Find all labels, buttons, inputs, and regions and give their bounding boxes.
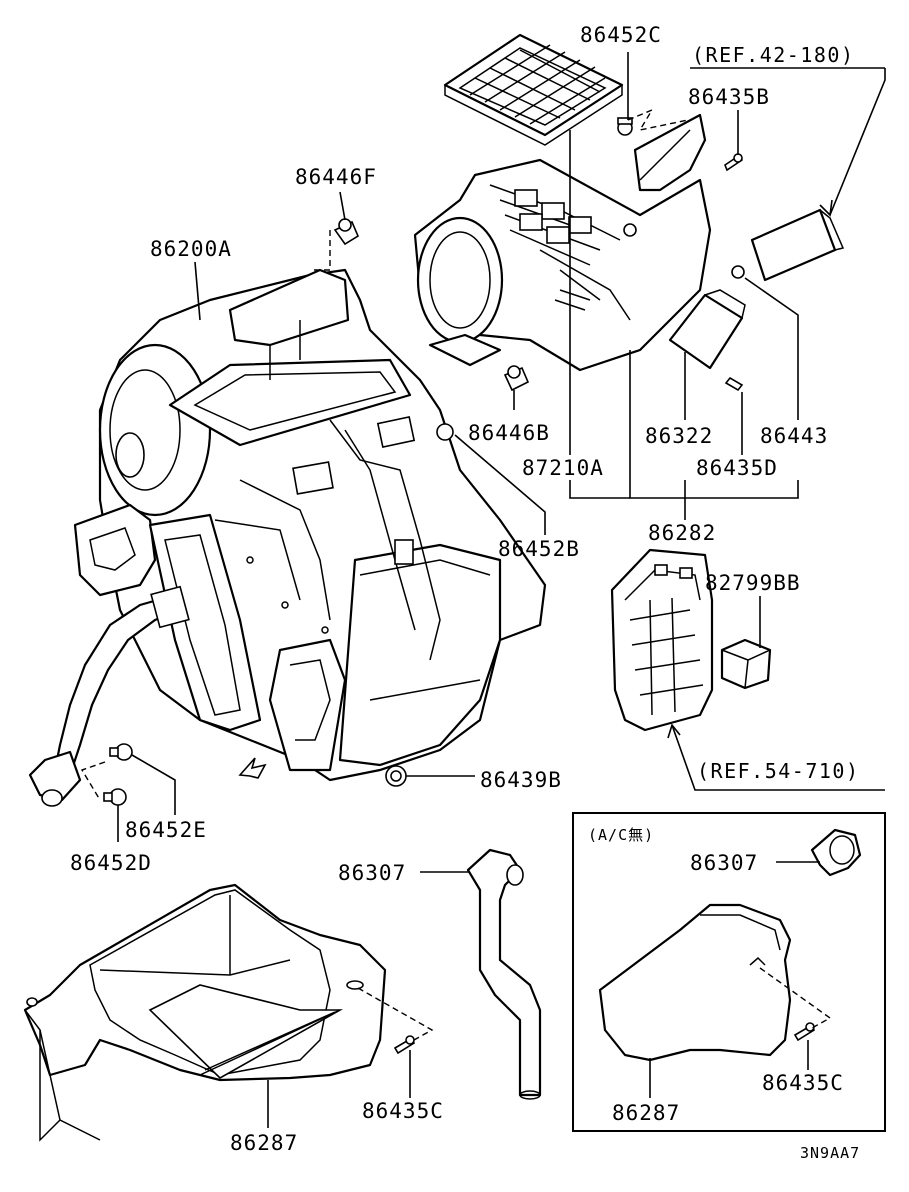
leader-lines	[80, 52, 886, 1128]
cover-86287-inset	[598, 903, 792, 1062]
label-86435D: 86435D	[696, 456, 778, 480]
label-86307-inset: 86307	[690, 851, 758, 875]
drain-cap-86307-inset	[810, 828, 862, 877]
label-86435C-main: 86435C	[362, 1099, 444, 1123]
ref-label-54-710: (REF.54-710)	[697, 759, 860, 783]
fastener-86452C	[617, 117, 633, 136]
label-86443: 86443	[760, 424, 828, 448]
label-86200A: 86200A	[150, 237, 232, 261]
inset-title: (A/C無)	[588, 826, 654, 844]
label-86307-main: 86307	[338, 861, 406, 885]
drain-hose-86307-main	[466, 848, 542, 1100]
screw-86452E	[109, 743, 133, 761]
inset-frame	[572, 812, 886, 1132]
label-87210A: 87210A	[522, 456, 604, 480]
blower-housing	[413, 113, 712, 372]
label-86435C-inset: 86435C	[762, 1071, 844, 1095]
label-86287-main: 86287	[230, 1131, 298, 1155]
label-86287-inset: 86287	[612, 1101, 680, 1125]
label-86439B: 86439B	[480, 768, 562, 792]
label-86452E: 86452E	[125, 818, 207, 842]
label-86452C: 86452C	[580, 23, 662, 47]
label-86435B: 86435B	[688, 85, 770, 109]
nut-86439B	[385, 765, 407, 787]
figure-code: 3N9AA7	[800, 1144, 860, 1162]
clip-86446F	[333, 218, 360, 246]
label-86446B: 86446B	[468, 421, 550, 445]
junction-block-86282	[610, 548, 714, 732]
ref-label-42-180: (REF.42-180)	[692, 43, 855, 67]
screw-86435C-main	[393, 1035, 415, 1055]
screw-86435B	[724, 153, 743, 172]
label-86452B: 86452B	[498, 537, 580, 561]
label-86282: 86282	[648, 521, 716, 545]
screw-86452D	[103, 788, 127, 806]
front-arrow-icon	[238, 757, 267, 779]
heater-pipes	[28, 585, 190, 807]
label-86452D: 86452D	[70, 851, 152, 875]
label-86446F: 86446F	[295, 165, 377, 189]
label-86322: 86322	[645, 424, 713, 448]
clip-86446B	[503, 365, 530, 392]
relay-82799BB	[720, 638, 772, 690]
label-82799BB: 82799BB	[705, 571, 801, 595]
part-labels: 86452C (REF.42-180) 86435B 86446F 86200A…	[70, 23, 860, 1162]
ref-42-180-part	[750, 208, 845, 282]
heater-unit-86200A	[73, 268, 547, 782]
undercover-86287	[23, 883, 387, 1142]
filter-grille	[443, 33, 624, 146]
screw-86435C-inset	[793, 1022, 815, 1042]
resistor-86322	[668, 265, 746, 392]
